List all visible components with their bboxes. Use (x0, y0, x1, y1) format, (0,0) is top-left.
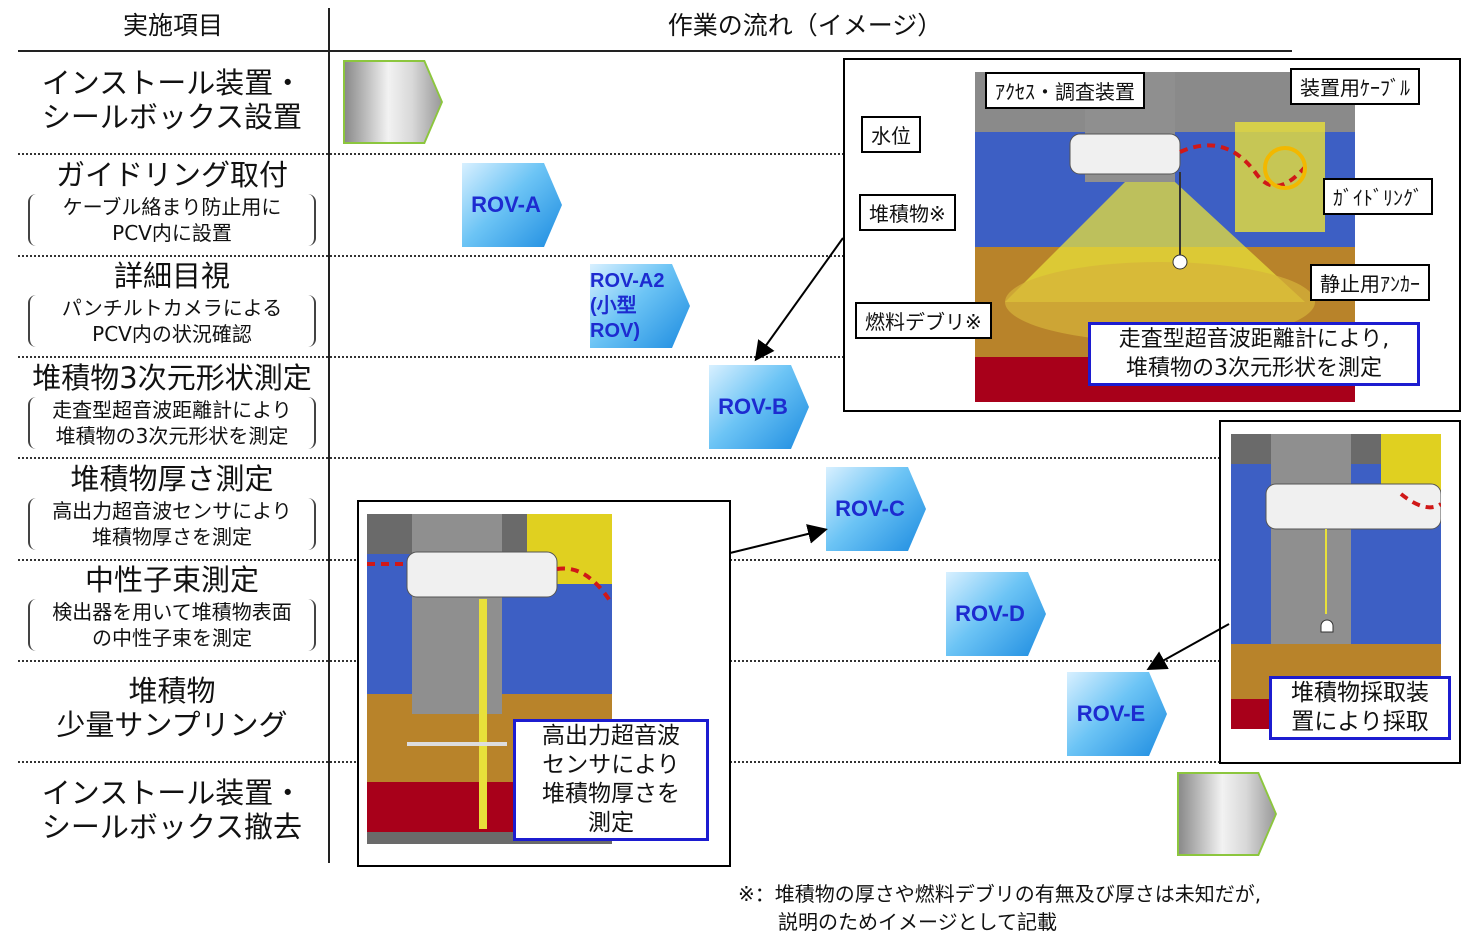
row-title: 堆積物厚さ測定 (70, 462, 274, 496)
panel-3d-measurement: ｱｸｾｽ・調査装置 装置用ｹｰﾌﾞﾙ 水位 ｶﾞｲﾄﾞﾘﾝｸﾞ 堆積物※ 静止用… (843, 58, 1461, 412)
install-arrow (343, 60, 443, 144)
row-separator (18, 356, 1288, 358)
row-detail-visual: 詳細目視 パンチルトカメラによる PCV内の状況確認 (16, 259, 328, 347)
scene-thickness-illustration (367, 514, 612, 844)
header-divider (18, 50, 1292, 52)
rov-a2-arrow: ROV-A2 (小型ROV) (590, 264, 690, 348)
rov-e-label: ROV-E (1076, 701, 1146, 726)
label-fuel-debris: 燃料デブリ※ (855, 302, 992, 339)
row-neutron: 中性子束測定 検出器を用いて堆積物表面 の中性子束を測定 (16, 563, 328, 651)
row-removal: インストール装置・ シールボックス撤去 (16, 776, 328, 844)
rov-d-label: ROV-D (955, 601, 1025, 626)
rov-a-arrow: ROV-A (462, 163, 562, 247)
row-separator (18, 153, 1288, 155)
arrow-panel-to-rov-c (729, 524, 828, 554)
panel-thickness-measurement: 高出力超音波 センサにより 堆積物厚さを 測定 (357, 500, 731, 867)
rov-c-arrow: ROV-C (826, 467, 926, 551)
label-water-level: 水位 (861, 116, 921, 153)
row-thickness: 堆積物厚さ測定 高出力超音波センサにより 堆積物厚さを測定 (16, 462, 328, 550)
row-title: インストール装置・ シールボックス撤去 (41, 776, 303, 844)
caption-sampling: 堆積物採取装 置により採取 (1269, 676, 1451, 740)
row-title: ガイドリング取付 (55, 158, 288, 192)
label-deposit: 堆積物※ (859, 194, 956, 231)
row-guide-ring: ガイドリング取付 ケーブル絡まり防止用に PCV内に設置 (16, 158, 328, 246)
rov-b-arrow: ROV-B (709, 365, 809, 449)
column-header-flow: 作業の流れ（イメージ） (667, 11, 943, 40)
row-title: インストール装置・ シールボックス設置 (41, 66, 303, 134)
rov-a2-label: ROV-A2 (小型ROV) (590, 269, 665, 342)
row-3d-shape: 堆積物3次元形状測定 走査型超音波距離計により 堆積物の3次元形状を測定 (16, 361, 328, 449)
row-title: 堆積物 少量サンプリング (56, 674, 288, 742)
row-title: 詳細目視 (113, 259, 230, 293)
removal-arrow (1177, 772, 1277, 856)
row-separator (18, 255, 1288, 257)
label-access-device: ｱｸｾｽ・調査装置 (985, 72, 1145, 109)
label-device-cable: 装置用ｹｰﾌﾞﾙ (1290, 68, 1420, 105)
row-subtitle: 高出力超音波センサにより 堆積物厚さを測定 (28, 498, 316, 550)
label-guide-ring: ｶﾞｲﾄﾞﾘﾝｸﾞ (1323, 178, 1433, 215)
column-header-items: 実施項目 (122, 11, 223, 40)
row-subtitle: 走査型超音波距離計により 堆積物の3次元形状を測定 (28, 397, 316, 449)
rov-d-arrow: ROV-D (946, 572, 1046, 656)
row-sampling: 堆積物 少量サンプリング (16, 674, 328, 742)
row-subtitle: パンチルトカメラによる PCV内の状況確認 (28, 295, 316, 347)
row-subtitle: 検出器を用いて堆積物表面 の中性子束を測定 (28, 599, 316, 651)
rov-b-label: ROV-B (718, 394, 788, 419)
rov-e-arrow: ROV-E (1067, 672, 1167, 756)
row-title: 堆積物3次元形状測定 (32, 361, 312, 395)
panel-sampling: 堆積物採取装 置により採取 (1219, 420, 1461, 764)
caption-3d-measurement: 走査型超音波距離計により, 堆積物の3次元形状を測定 (1088, 322, 1420, 386)
row-subtitle: ケーブル絡まり防止用に PCV内に設置 (28, 194, 316, 246)
rov-a-label: ROV-A (471, 192, 541, 217)
rov-c-label: ROV-C (835, 496, 905, 521)
caption-thickness: 高出力超音波 センサにより 堆積物厚さを 測定 (513, 719, 709, 841)
row-separator (18, 457, 1288, 459)
row-install: インストール装置・ シールボックス設置 (16, 66, 328, 134)
column-divider (328, 8, 330, 863)
row-title: 中性子束測定 (84, 563, 259, 597)
footnote: ※：堆積物の厚さや燃料デブリの有無及び厚さは未知だが, 説明のためイメージとして… (738, 882, 1262, 934)
label-anchor: 静止用ｱﾝｶｰ (1310, 264, 1430, 301)
